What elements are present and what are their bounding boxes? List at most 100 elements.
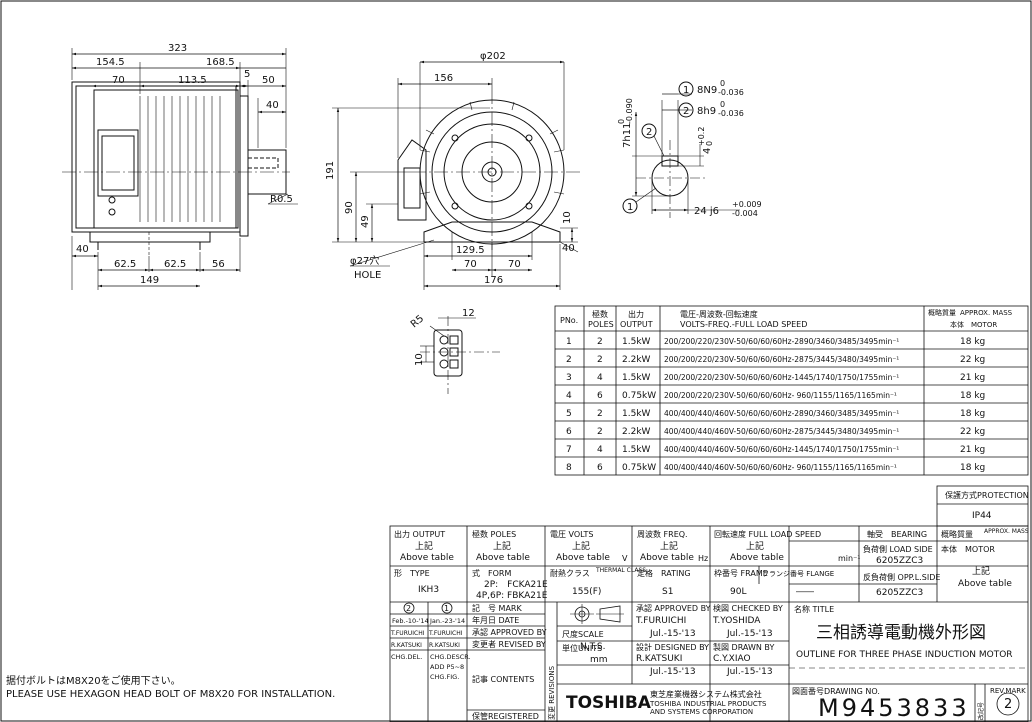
note-en: PLEASE USE HEXAGON HEAD BOLT OF M8X20 FO…: [6, 689, 335, 700]
mark-1: 1: [627, 202, 633, 213]
dim-70: 70: [112, 75, 125, 86]
chk-name: T.YOSHIDA: [712, 616, 761, 626]
dim-62-5-left: 62.5: [114, 259, 136, 270]
freq-label: 周波数 FREQ.: [637, 529, 688, 539]
chk-label: 検図 CHECKED BY: [713, 603, 783, 613]
side-view-dims: 323 154.5 168.5 70 113.5 5 50 40 R0.5 40…: [76, 43, 293, 286]
dim-176: 176: [484, 275, 503, 286]
row-volts-freq-speed: 200/200/220/230V-50/60/60/60Hz-1445/1740…: [664, 373, 899, 382]
row-mass: 21 kg: [960, 373, 985, 383]
hdr-pno: PNo.: [560, 316, 578, 325]
appr-name: T.FURUICHI: [635, 616, 686, 626]
dim-40-front: 40: [562, 243, 575, 254]
contents-label: 記事 CONTENTS: [472, 674, 534, 684]
rev-by-1b: R.KATSUKI: [429, 642, 460, 649]
drawing-number: M9453833: [818, 694, 970, 722]
opp-side-value: 6205ZZC3: [876, 588, 923, 598]
bearing-label: 軸受 BEARING: [867, 529, 927, 539]
freq-unit: Hz: [698, 554, 708, 563]
shaft-detail: [622, 81, 740, 218]
opp-side-label: 反負荷側 OPP.L.SIDE: [863, 572, 940, 582]
mark-2-top: 2: [683, 106, 689, 117]
dim-154-5: 154.5: [96, 57, 125, 68]
dim-10-terminal: 10: [414, 353, 425, 366]
rev-mark-jp: 改記号: [977, 702, 985, 720]
type-label: 形 TYPE: [394, 569, 430, 578]
key-tol-8n9-dn: -0.036: [718, 88, 744, 97]
shaft-dia-tol-up: +0.009: [732, 200, 762, 209]
speed-v1: 上記: [746, 540, 764, 552]
row-volts-freq-speed: 200/200/220/230V-50/60/60/60Hz-2875/3445…: [664, 355, 899, 364]
row-poles: 6: [597, 391, 603, 401]
dim-168-5: 168.5: [206, 57, 235, 68]
volts-unit: V: [622, 554, 628, 563]
rev-date-2: Feb.-10-'14: [392, 617, 429, 625]
row-poles: 2: [597, 355, 603, 365]
row-pno: 6: [566, 427, 572, 437]
mass-v2: Above table: [958, 579, 1012, 589]
scale-label: 尺度SCALE: [562, 629, 604, 639]
rev-contents-2: CHG.DEL.: [391, 653, 422, 661]
row-output: 1.5kW: [622, 445, 651, 455]
revisions-label: 変更 REVISIONS: [547, 665, 556, 720]
revised-label: 変更者 REVISED BY: [472, 639, 546, 649]
rev-by-1a: T.FURUICHI: [428, 630, 463, 637]
units-label: 単位UNITS: [562, 643, 602, 653]
thermal-label: 耐熱クラス: [550, 568, 590, 578]
appr-date: Jul.-15-'13: [649, 629, 696, 639]
speed-v2: Above table: [730, 553, 784, 563]
dim-56: 56: [212, 259, 225, 270]
frame-label: 枠番号 FRAME: [714, 568, 768, 578]
row-pno: 3: [566, 373, 572, 383]
installation-note: 据付ボルトはM8X20をご使用下さい。 PLEASE USE HEXAGON H…: [6, 674, 335, 700]
hdr-poles-en: POLES: [588, 320, 614, 329]
poles-v2: Above table: [476, 553, 530, 563]
des-name: R.KATSUKI: [636, 654, 682, 664]
dim-156: 156: [434, 73, 453, 84]
poles-label: 極数 POLES: [472, 529, 516, 539]
protection-label: 保護方式PROTECTION: [945, 490, 1029, 500]
form-v1: 2P: FCKA21E: [484, 580, 548, 590]
hole-label: HOLE: [354, 270, 381, 281]
key-tol-8h9-up: 0: [720, 100, 725, 109]
rating-table: [554, 305, 1029, 476]
output-v1: 上記: [415, 540, 433, 552]
volts-label: 電圧 VOLTS: [550, 530, 594, 539]
row-poles: 2: [597, 337, 603, 347]
dim-70-left: 70: [464, 259, 477, 270]
key-tol-8n9: 8N9: [697, 85, 717, 96]
dim-50: 50: [262, 75, 275, 86]
units-value: mm: [590, 655, 608, 665]
flange-label: フランジ番号 FLANGE: [762, 570, 834, 578]
row-mass: 22 kg: [960, 427, 985, 437]
row-poles: 2: [597, 409, 603, 419]
rev-date-1: Jan.-23-'14: [429, 617, 465, 625]
hole-dia: φ27穴: [350, 254, 379, 267]
depth-7h11: 7h11: [622, 123, 633, 148]
row-output: 0.75kW: [622, 391, 656, 401]
approved-label: 承認 APPROVED BY: [472, 627, 547, 637]
key-tol-8n9-up: 0: [720, 79, 725, 88]
dim-4-tol-dn: 0: [705, 141, 714, 146]
rev-mark-label: REV.MARK: [990, 687, 1026, 695]
output-v2: Above table: [400, 553, 454, 563]
rev-mark-2: 2: [406, 604, 411, 613]
drw-label: 製図 DRAWN BY: [713, 642, 774, 652]
freq-v1: 上記: [660, 540, 678, 552]
row-volts-freq-speed: 200/200/220/230V-50/60/60/60Hz-2890/3460…: [664, 337, 899, 346]
dim-323: 323: [168, 43, 187, 54]
row-volts-freq-speed: 200/200/220/230V-50/60/60/60Hz- 960/1155…: [664, 391, 897, 400]
title-block: [389, 485, 1029, 722]
shaft-dia: 24 j6: [694, 206, 719, 217]
form-v2: 4P,6P: FBKA21E: [476, 591, 548, 601]
rev-contents-1c: CHG.FIG.: [430, 673, 459, 681]
dim-r0-5: R0.5: [270, 194, 293, 205]
dim-40-bottom: 40: [76, 244, 89, 255]
row-pno: 8: [566, 463, 572, 473]
mark-2: 2: [646, 127, 652, 138]
dim-40-top: 40: [266, 100, 279, 111]
appr-label: 承認 APPROVED BY: [636, 603, 711, 613]
company-jp: 東芝産業機器システム株式会社: [650, 689, 762, 699]
front-view: [332, 60, 580, 290]
thermal-en: THERMAL CLASS: [595, 567, 646, 574]
